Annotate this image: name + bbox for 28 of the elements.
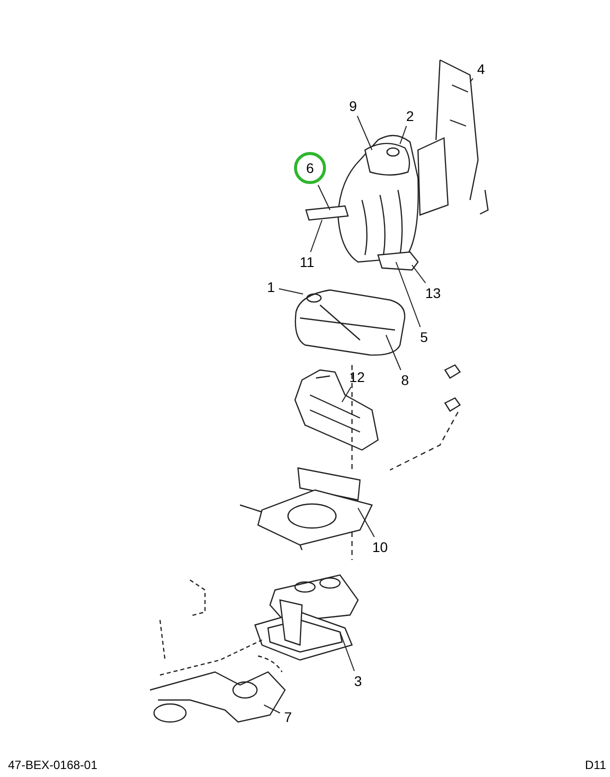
leader-line [396, 262, 421, 328]
leader-line [264, 704, 280, 714]
leader-line [400, 126, 407, 144]
leader-line [342, 386, 352, 402]
callout-number: 8 [398, 371, 412, 389]
drawing-number: 47-BEX-0168-01 [8, 758, 98, 772]
leader-line [310, 220, 322, 252]
leader-line [470, 78, 474, 82]
leader-line [318, 184, 330, 210]
callout-number: 2 [403, 107, 417, 125]
callout-number: 10 [371, 538, 389, 556]
callout-number: 9 [346, 97, 360, 115]
callout-number: 4 [474, 60, 488, 78]
callout-number: 3 [351, 672, 365, 690]
leader-line [278, 288, 304, 294]
callout-number: 11 [298, 253, 316, 271]
page-number: D11 [585, 758, 606, 772]
callout-number: 5 [417, 328, 431, 346]
leader-line [412, 264, 426, 284]
leader-line [340, 632, 355, 672]
leader-line [356, 116, 372, 150]
callout-number: 7 [281, 708, 295, 726]
callout-number: 12 [348, 368, 366, 386]
callout-number: 1 [264, 278, 278, 296]
callout-number: 13 [424, 284, 442, 302]
callout-number: 6 [294, 152, 326, 184]
leader-line [386, 334, 402, 370]
leader-line [358, 508, 375, 538]
